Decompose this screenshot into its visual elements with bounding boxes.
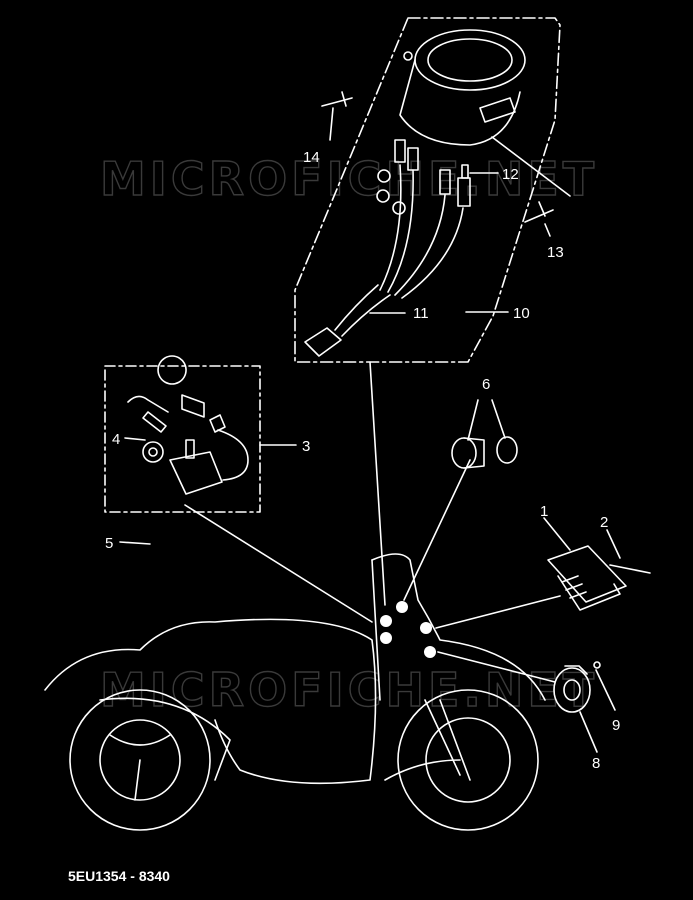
callout-11: 11 <box>413 305 429 322</box>
scooter-outline <box>44 553 546 831</box>
callout-2: 2 <box>600 514 608 531</box>
callout-9: 9 <box>612 717 620 734</box>
watermark-top: MICROFICHE.NET <box>100 152 598 206</box>
part-6 <box>451 436 518 469</box>
watermark-bottom: MICROFICHE.NET <box>100 663 598 717</box>
screw-14 <box>321 91 353 107</box>
callout-5: 5 <box>105 535 113 552</box>
meter-unit <box>399 29 526 146</box>
horn <box>553 661 601 713</box>
main-switch-boundary <box>104 365 261 513</box>
leader-arrows <box>184 361 561 683</box>
callout-12: 12 <box>502 166 519 183</box>
callout-lines <box>119 107 621 753</box>
callout-13: 13 <box>547 244 564 261</box>
bulb-sockets <box>376 139 471 215</box>
wire-harness <box>304 164 464 357</box>
rectifier-regulator <box>547 545 627 611</box>
diagram-reference-code: 5EU1354 - 8340 <box>68 868 170 884</box>
callout-14: 14 <box>303 149 320 166</box>
callout-8: 8 <box>592 755 600 772</box>
callout-1: 1 <box>540 503 548 520</box>
callout-4: 4 <box>112 431 120 448</box>
callout-3: 3 <box>302 438 310 455</box>
main-switch-parts <box>127 355 249 495</box>
connection-points <box>380 601 436 658</box>
screw-13 <box>524 201 554 223</box>
callout-labels: 1 2 3 4 5 6 8 9 10 11 12 13 14 <box>105 149 620 772</box>
callout-6: 6 <box>482 376 490 393</box>
bolt-2 <box>609 564 651 574</box>
meter-assembly-boundary <box>294 17 561 363</box>
callout-10: 10 <box>513 305 530 322</box>
